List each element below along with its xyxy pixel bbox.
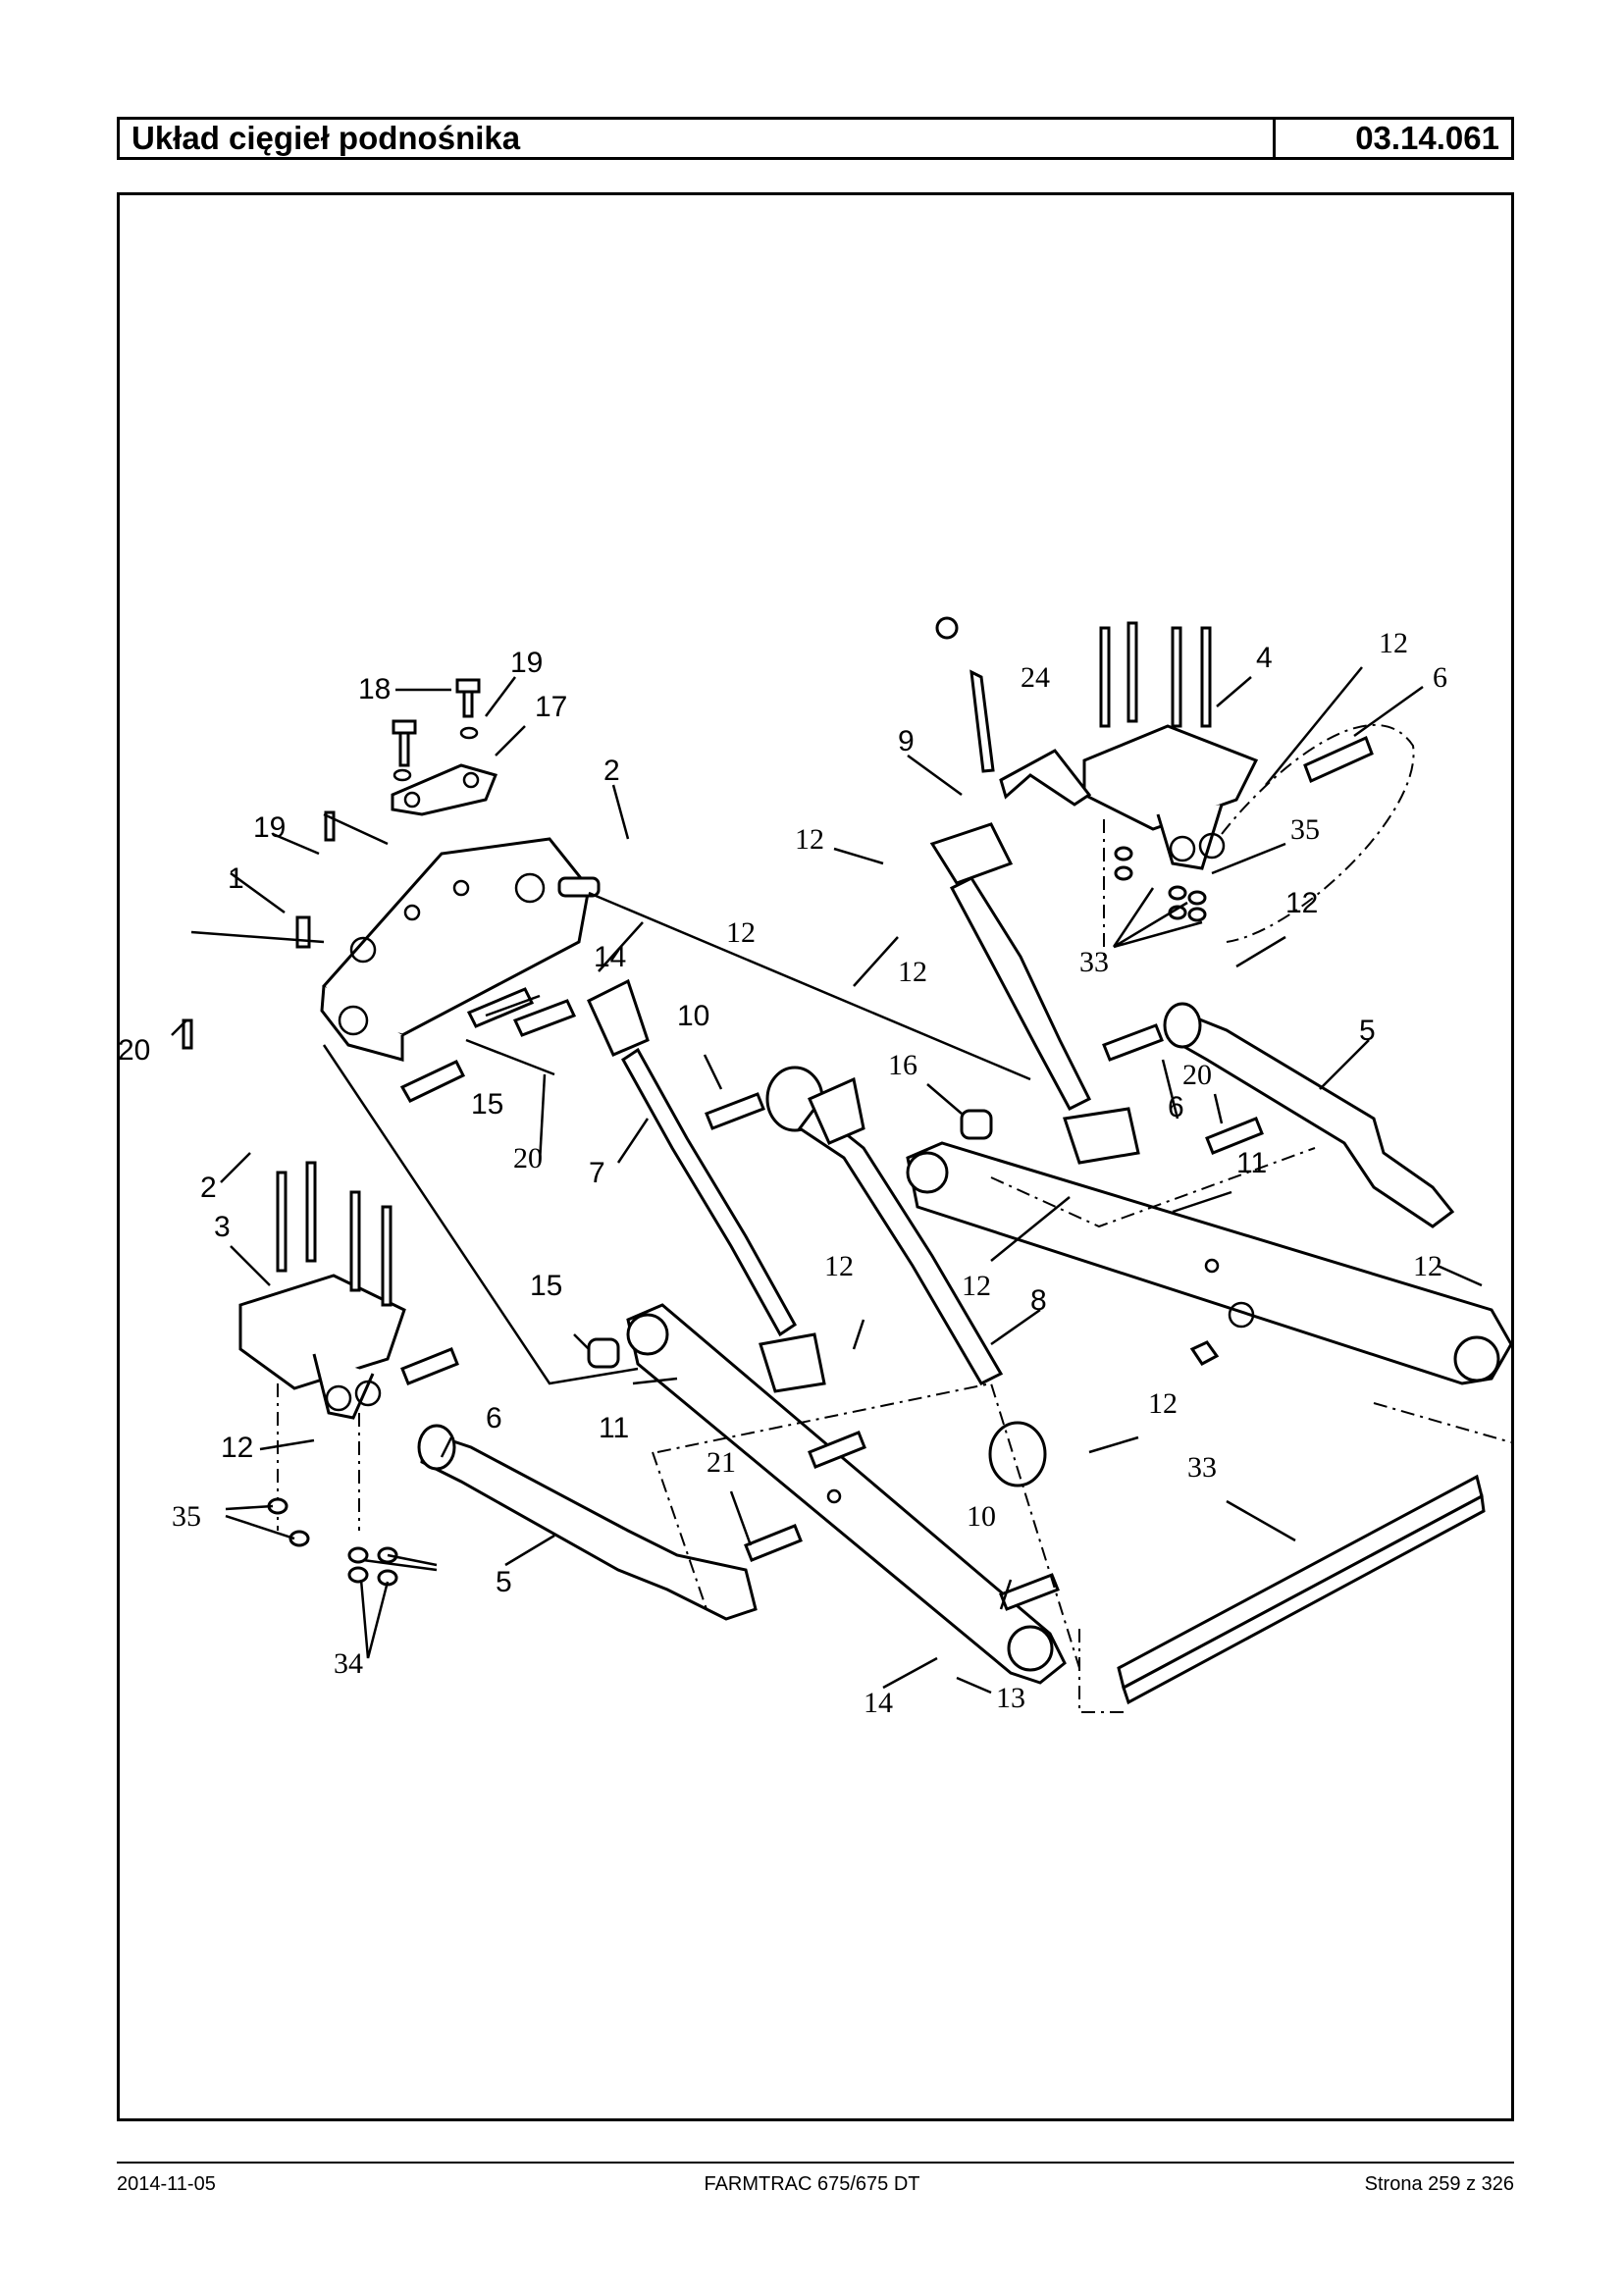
lift-rod-7 [587,978,826,1393]
callout-13: 14 [864,1687,893,1719]
footer-divider [117,2162,1514,2164]
callout-leaders [171,666,1483,1695]
callout-10: 10 [967,1500,996,1533]
diagram-frame [117,192,1514,2121]
lower-link-left [626,1303,1067,1685]
pin-6-mid [1102,1023,1164,1062]
callout-21: 24 [1021,661,1050,694]
pins-20-10 [512,999,1264,1611]
callout-24: 33 [1187,1451,1217,1484]
callout-14: 15 [471,1088,503,1121]
callout-7: 7 [589,1157,605,1189]
callout-5: 5 [1359,1015,1376,1047]
washers-33-35 [267,846,1207,1587]
callout-12: 13 [996,1682,1025,1714]
callout-15: 15 [530,1270,562,1302]
callout-17: 18 [358,673,391,705]
footer-page-number: Strona 259 z 326 [1364,2173,1514,2195]
pin-6-left [400,1347,459,1385]
callout-18: 19 [510,647,543,679]
bracket-4 [1082,621,1415,962]
lift-frame-plate [295,837,601,1062]
callout-12: 12 [1413,1250,1442,1282]
callout-12: 12 [1148,1387,1178,1420]
spacer-15-left [587,1337,620,1369]
callout-34: 35 [172,1500,201,1533]
callout-33: 34 [334,1647,363,1680]
callout-11: 11 [599,1412,629,1444]
callout-5: 5 [496,1566,512,1598]
callout-9: 9 [898,725,915,757]
pins-14 [399,987,535,1103]
link-21 [999,749,1092,807]
callout-15: 16 [888,1049,917,1081]
callout-20: 20 [513,1142,543,1174]
callout-16: 17 [535,691,567,723]
assembly-lines [652,1147,1316,1669]
stabilizer-5-right [1163,1002,1455,1228]
callout-6: 6 [1433,661,1447,694]
bolt-19-top [324,810,336,842]
callout-12: 12 [221,1432,253,1464]
callout-14: 14 [594,941,626,973]
callout-12: 12 [795,823,824,856]
callout-12: 12 [898,956,927,988]
callout-19: 19 [253,811,286,844]
callout-12: 12 [824,1250,854,1282]
callout-2: 2 [200,1172,217,1204]
top-bracket-16 [391,678,498,816]
callout-33: 33 [1079,946,1109,978]
page-header: Układ cięgieł podnośnika 03.14.061 [117,117,1514,160]
pin-6-top [1303,735,1374,784]
callout-12: 12 [962,1270,991,1302]
footer-model: FARMTRAC 675/675 DT [704,2173,920,2195]
bracket-3 [238,1161,406,1531]
callout-10: 10 [677,1000,709,1032]
bolt-19-left [182,1018,193,1050]
callout-2: 2 [603,755,620,787]
callout-20: 20 [1182,1059,1212,1091]
top-link-9 [929,616,1140,1165]
footer-date: 2014-11-05 [117,2173,216,2195]
lift-rod-8 [765,1066,1047,1487]
spacer-15-right [960,1109,993,1140]
callout-12: 12 [1379,627,1408,659]
callout-20: 21 [707,1446,736,1479]
callout-4: 4 [1256,642,1273,674]
callout-3: 3 [214,1211,231,1243]
callout-1: 1 [228,862,244,895]
assembly-lines-solid [190,812,1031,1385]
callout-12: 12 [1285,887,1318,919]
stabilizer-5-left [417,1424,758,1621]
callout-6: 6 [486,1402,502,1434]
callout-35: 35 [1290,813,1320,846]
drawbar-24 [1078,1402,1512,1713]
callout-12: 12 [726,916,756,949]
document-number: 03.14.061 [1355,120,1499,156]
callout-labels: 1 2 2 3 4 5 5 6 6 6 7 8 9 10 10 11 11 12… [118,627,1447,1719]
lower-link-right [906,1141,1513,1385]
callout-8: 8 [1030,1284,1047,1317]
callout-11: 11 [1236,1147,1267,1179]
callout-6: 6 [1168,1091,1184,1123]
callout-19: 20 [118,1034,150,1067]
page-title: Układ cięgieł podnośnika [120,120,1276,157]
